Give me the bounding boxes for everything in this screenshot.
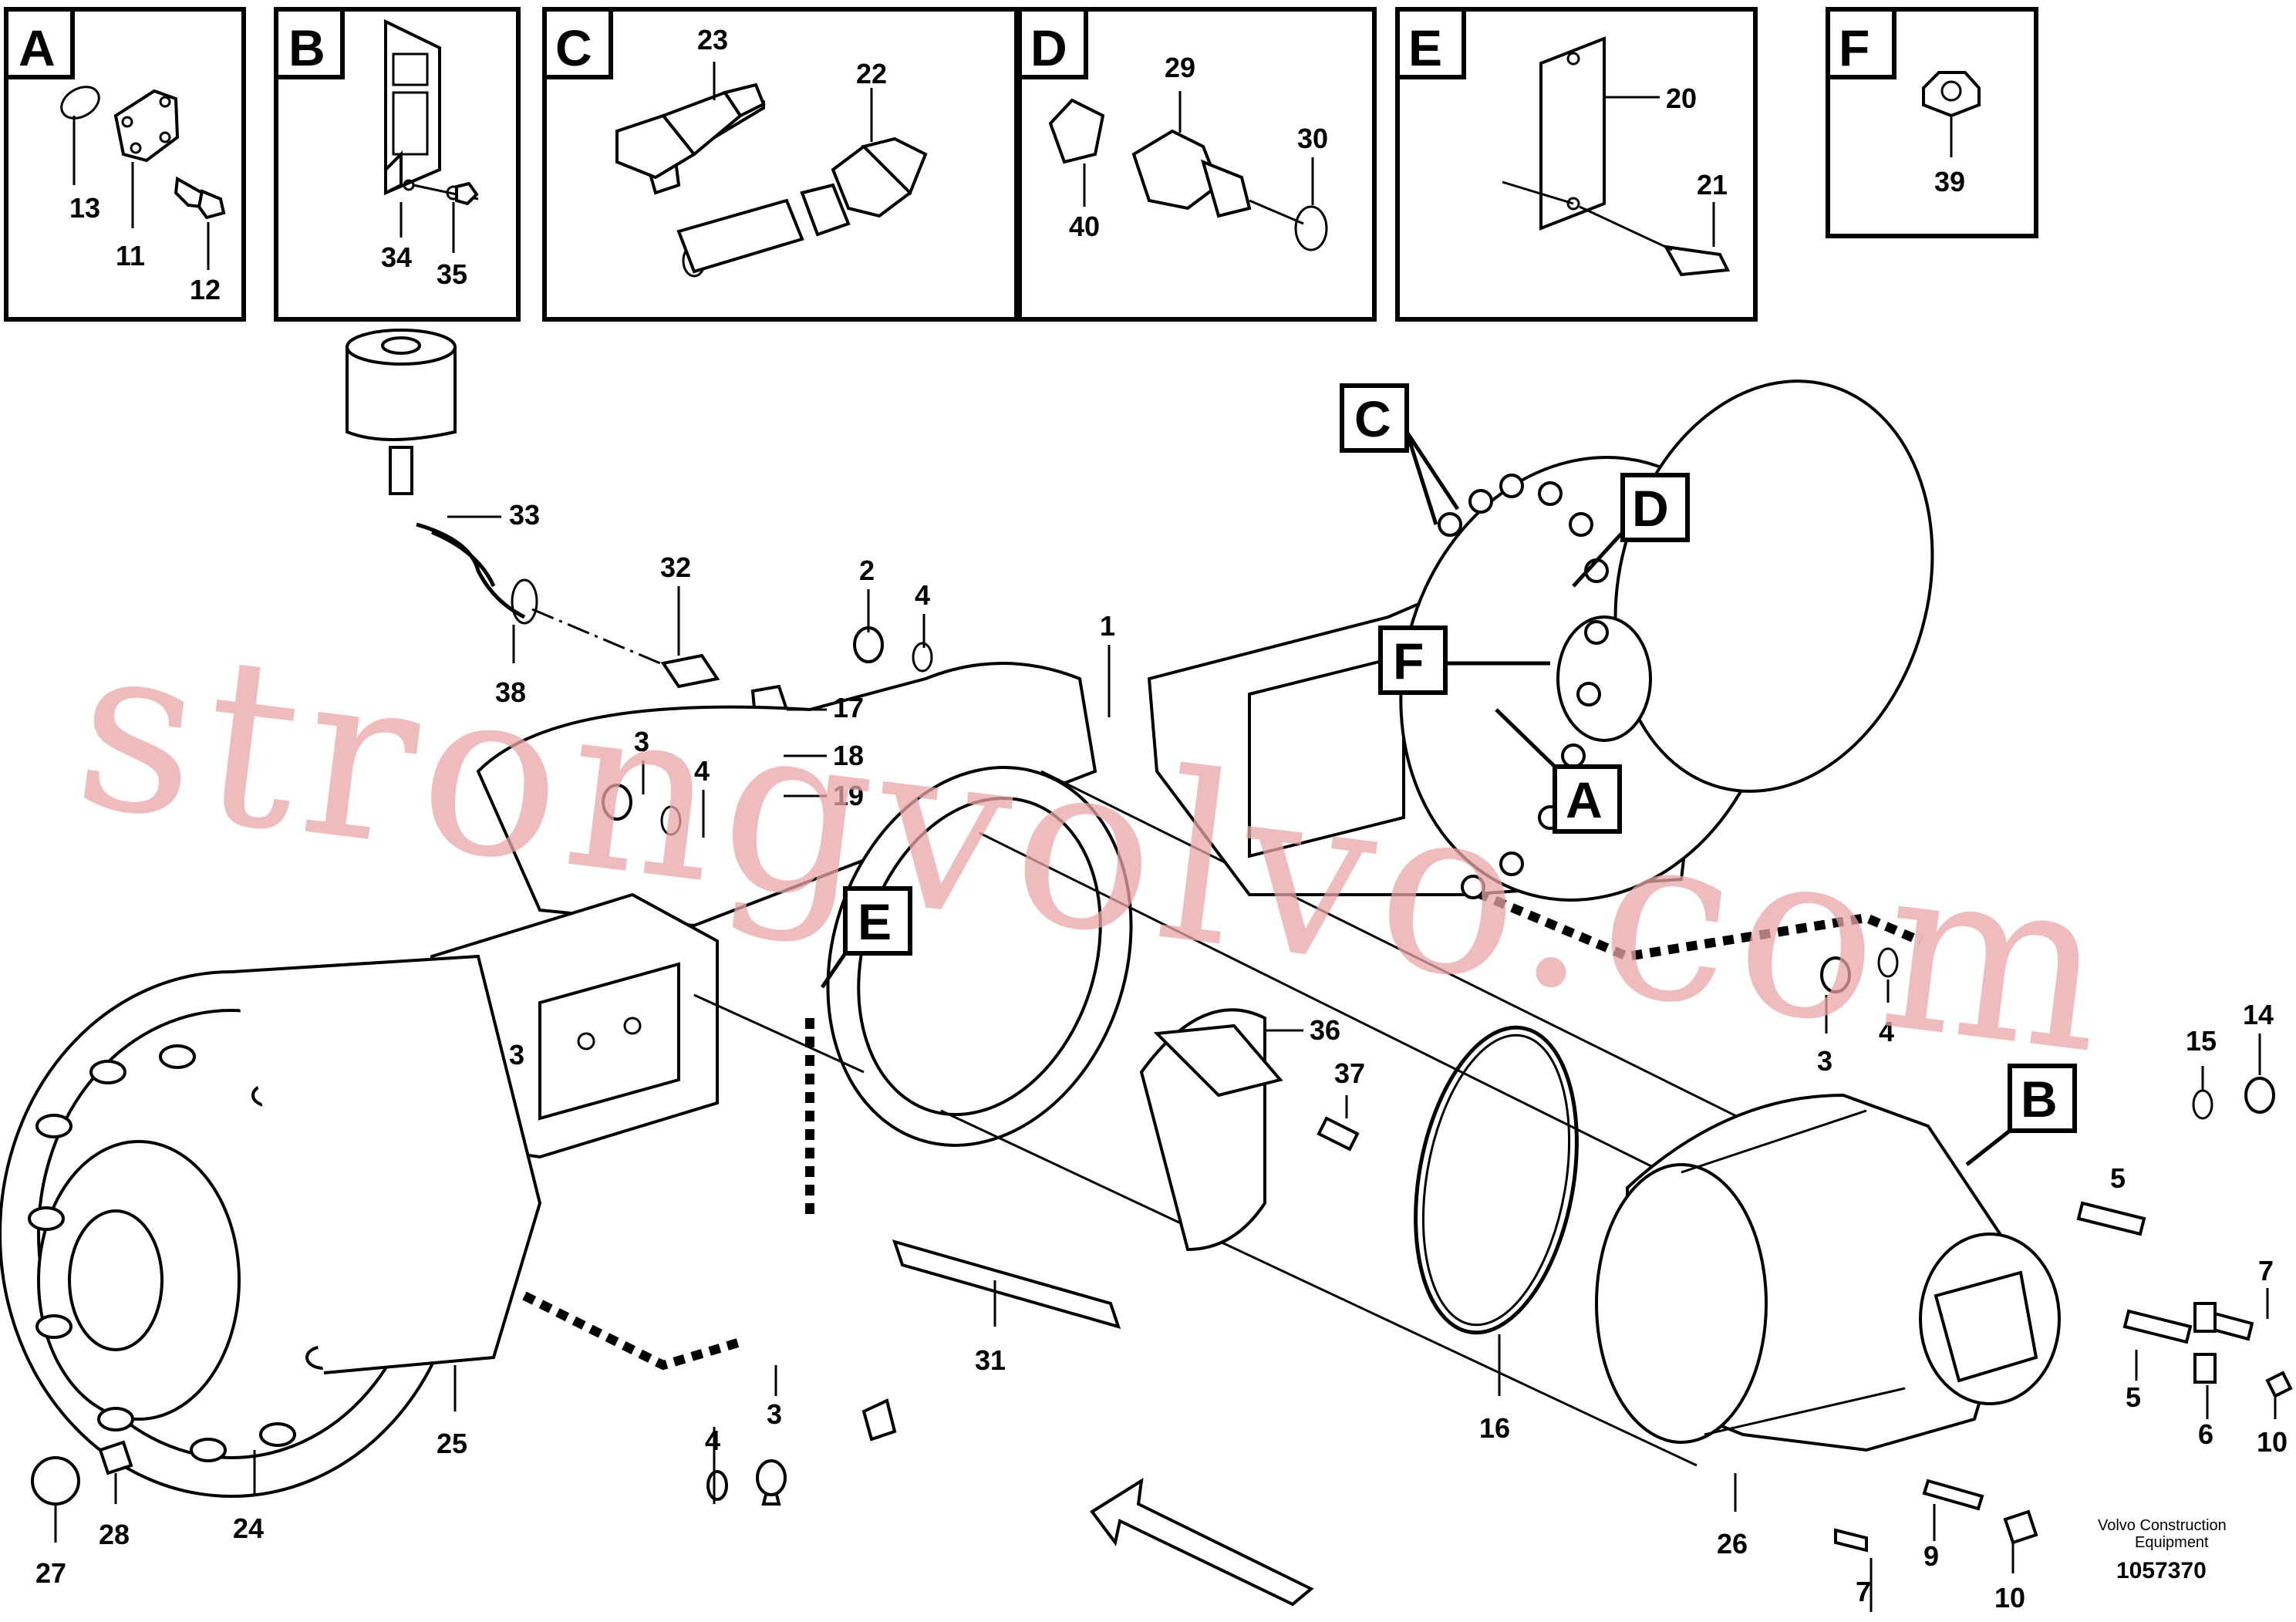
part-label-34: 34 <box>381 241 412 273</box>
part-label-5a: 5 <box>2110 1162 2126 1194</box>
part-label-30: 30 <box>1297 123 1328 154</box>
detail-box-f: F 39 <box>1826 7 2038 238</box>
part-label-14: 14 <box>2243 999 2274 1030</box>
svg-text:F: F <box>1393 632 1424 690</box>
part-label-3d: 3 <box>509 1039 524 1071</box>
detail-box-c-letter: C <box>555 19 592 76</box>
drawing-footer: Volvo Construction Equipment 1057370 <box>2098 1517 2227 1583</box>
part-labels: 1 2 3 3 3 3 4 4 4 4 5 5 6 7 7 9 10 10 14 <box>35 499 2288 1614</box>
part-label-38: 38 <box>495 676 526 708</box>
part-label-24: 24 <box>233 1512 264 1544</box>
part-label-10b: 10 <box>2257 1426 2288 1458</box>
part-label-9: 9 <box>1923 1540 1939 1572</box>
part-label-20: 20 <box>1666 83 1697 114</box>
footer-company-line1: Volvo Construction <box>2098 1517 2227 1534</box>
part-label-21: 21 <box>1697 169 1728 201</box>
part-label-3c: 3 <box>767 1398 782 1430</box>
part-label-27: 27 <box>35 1557 66 1589</box>
part-label-4b: 4 <box>694 755 710 787</box>
svg-text:C: C <box>1354 390 1391 447</box>
svg-text:B: B <box>2021 1071 2058 1128</box>
detail-box-c: C 23 22 <box>542 7 1019 322</box>
callout-e: E <box>820 886 912 989</box>
part-label-39: 39 <box>1934 166 1965 197</box>
detail-box-e: E 20 21 <box>1395 7 1758 322</box>
part-label-25: 25 <box>437 1428 467 1459</box>
part-label-7b: 7 <box>1856 1576 1871 1607</box>
part-label-10a: 10 <box>1994 1582 2025 1614</box>
callout-d: D <box>1572 473 1690 588</box>
part-label-17: 17 <box>833 692 864 723</box>
part-label-22: 22 <box>856 58 887 89</box>
part-label-11: 11 <box>116 240 145 271</box>
part-label-3b: 3 <box>1817 1045 1832 1077</box>
part-label-18: 18 <box>833 740 864 771</box>
part-label-12: 12 <box>190 274 221 305</box>
part-label-35: 35 <box>437 258 467 290</box>
part-label-7a: 7 <box>2258 1255 2274 1286</box>
bolt-ring-right <box>1438 474 1609 899</box>
callout-c: C <box>1340 383 1460 525</box>
part-label-1: 1 <box>1100 610 1115 642</box>
part-label-23: 23 <box>697 24 728 56</box>
part-label-4c: 4 <box>1879 1016 1894 1047</box>
callout-b: B <box>1965 1064 2077 1166</box>
part-label-6: 6 <box>2198 1418 2213 1450</box>
footer-drawing-number: 1057370 <box>2116 1558 2207 1583</box>
part-label-19: 19 <box>833 780 864 811</box>
detail-box-d-letter: D <box>1030 19 1067 76</box>
part-label-3a: 3 <box>634 726 649 757</box>
part-label-36: 36 <box>1310 1014 1340 1046</box>
footer-company-line2: Equipment <box>2135 1534 2209 1551</box>
detail-box-f-letter: F <box>1839 19 1870 76</box>
svg-text:E: E <box>858 893 892 950</box>
part-label-31: 31 <box>975 1344 1006 1376</box>
part-label-4d: 4 <box>705 1425 720 1456</box>
part-label-33: 33 <box>509 499 540 531</box>
detail-box-b-letter: B <box>288 19 325 76</box>
detail-box-a: A 13 11 12 <box>4 7 246 322</box>
direction-arrow <box>1090 1478 1314 1607</box>
detail-box-a-letter: A <box>19 19 56 76</box>
detail-box-d: D 29 30 40 <box>1017 7 1377 322</box>
svg-text:A: A <box>1566 771 1603 828</box>
detail-box-e-letter: E <box>1408 19 1442 76</box>
part-label-4a: 4 <box>915 579 930 611</box>
part-label-5b: 5 <box>2126 1381 2141 1413</box>
part-label-16: 16 <box>1479 1412 1510 1444</box>
part-label-26: 26 <box>1717 1528 1748 1560</box>
svg-text:D: D <box>1632 480 1669 537</box>
part-label-15: 15 <box>2186 1025 2217 1057</box>
axle-assembly <box>0 329 2293 1607</box>
part-label-28: 28 <box>99 1519 130 1550</box>
part-label-13: 13 <box>69 192 100 224</box>
part-label-29: 29 <box>1165 52 1195 83</box>
part-label-37: 37 <box>1334 1057 1365 1089</box>
part-label-2: 2 <box>859 555 875 586</box>
part-label-32: 32 <box>660 551 691 583</box>
callout-f: F <box>1378 626 1550 695</box>
detail-box-b: B 34 35 <box>274 7 521 322</box>
callout-a: A <box>1495 708 1622 834</box>
part-label-40: 40 <box>1069 211 1100 242</box>
